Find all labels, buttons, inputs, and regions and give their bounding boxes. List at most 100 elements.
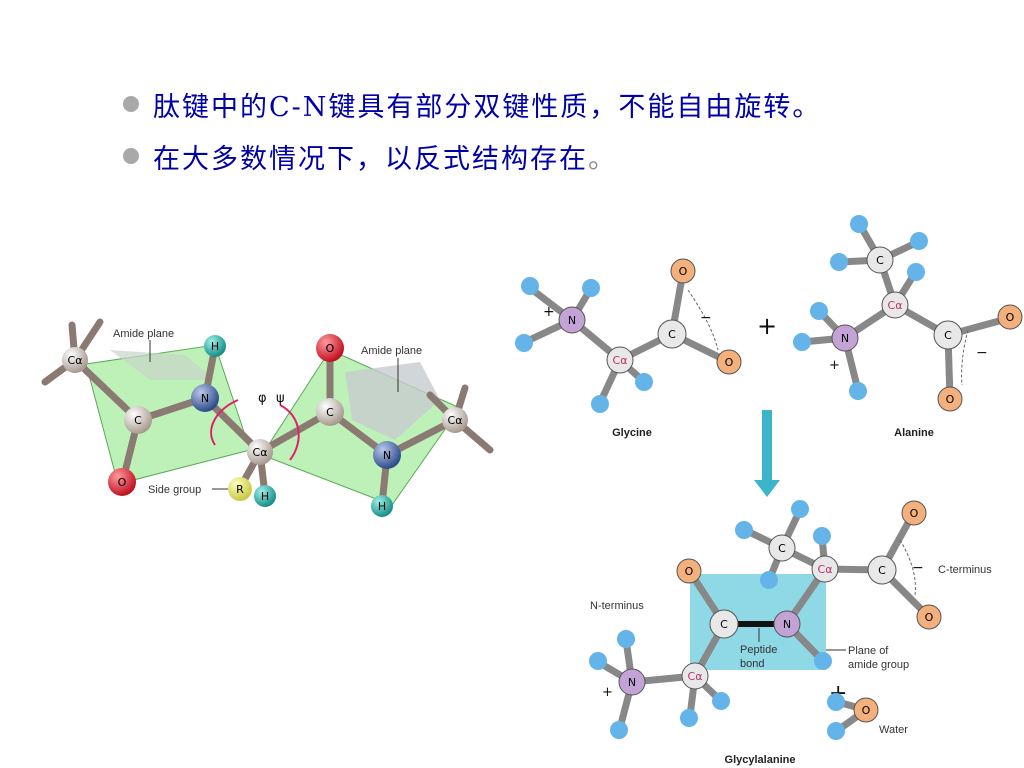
bullet-item: 在大多数情况下，以反式结构存在。: [123, 130, 821, 182]
atom-hydrogen: [371, 495, 393, 517]
atom-label: C: [876, 254, 884, 267]
glycylalanine-label: Glycylalanine: [725, 754, 796, 766]
atom-oxygen: [716, 349, 742, 375]
water-label: Water: [879, 724, 908, 736]
atom-label: O: [1006, 311, 1015, 324]
reaction-arrow-shaft: [762, 410, 772, 482]
atom-hydrogen: [204, 335, 226, 357]
atom-hydrogen: [617, 630, 635, 648]
atom-hydrogen: [850, 215, 868, 233]
atom-label: Cα: [688, 670, 703, 683]
side-group-label: Side group: [148, 484, 201, 496]
atom-c-alpha: [881, 291, 909, 319]
atom-c-alpha: [62, 347, 88, 373]
atom-label: H: [211, 340, 219, 353]
atom-label: R: [236, 483, 244, 496]
atom-r-group: [228, 477, 252, 501]
atom-label: O: [118, 476, 127, 489]
atom-oxygen: [670, 258, 696, 284]
atom-hydrogen: [515, 334, 533, 352]
atom-hydrogen: [830, 253, 848, 271]
atom-hydrogen: [791, 500, 809, 518]
atom-label: C: [668, 328, 676, 341]
atom-nitrogen: [558, 306, 586, 334]
atom-label: C: [326, 406, 334, 419]
atom-oxygen: [676, 558, 702, 584]
atom-nitrogen: [831, 324, 859, 352]
atom-hydrogen: [521, 277, 539, 295]
atom-carbon: [933, 320, 963, 350]
plane-label: amide group: [848, 659, 909, 671]
atom-label: O: [946, 393, 955, 406]
atom-oxygen: [997, 304, 1023, 330]
atom-c-alpha: [681, 662, 709, 690]
atom-hydrogen: [849, 382, 867, 400]
plane-label: Plane of: [848, 645, 889, 657]
atom-carbon: [657, 319, 687, 349]
atom-carbon: [124, 406, 152, 434]
atom-label: N: [628, 676, 636, 689]
atom-oxygen: [108, 468, 136, 496]
atom-oxygen: [901, 500, 927, 526]
atom-label: Cα: [613, 354, 628, 367]
atom-hydrogen: [827, 693, 845, 711]
atom-hydrogen: [910, 232, 928, 250]
atom-hydrogen: [589, 652, 607, 670]
atom-label: O: [925, 611, 934, 624]
charge-minus: −: [912, 560, 924, 576]
charge-plus: +: [543, 304, 555, 320]
atom-label: O: [910, 507, 919, 520]
amide-plane-label: Amide plane: [113, 328, 174, 340]
atom-hydrogen: [735, 521, 753, 539]
psi-label: ψ: [276, 391, 285, 406]
atom-oxygen: [853, 697, 879, 723]
atom-hydrogen: [907, 263, 925, 281]
atom-c-alpha: [606, 346, 634, 374]
bullet-period: 。: [588, 143, 617, 175]
peptide-bond-label: Peptide: [740, 644, 777, 656]
bullet-dot: [123, 148, 139, 164]
atom-label: N: [568, 314, 576, 327]
bullet-text: 肽键中的C-N键具有部分双键性质，不能自由旋转。: [153, 91, 822, 123]
charge-minus: −: [976, 345, 988, 361]
plus-sign: +: [757, 312, 777, 340]
atom-label: Cα: [448, 414, 463, 427]
atom-label: Cα: [253, 446, 268, 459]
atom-label: C: [878, 564, 886, 577]
atom-hydrogen: [793, 333, 811, 351]
atom-label: N: [201, 392, 209, 405]
atom-label: Cα: [818, 563, 833, 576]
atom-oxygen: [916, 604, 942, 630]
atom-carbon: [866, 246, 894, 274]
atom-hydrogen: [635, 373, 653, 391]
atom-label: N: [383, 449, 391, 462]
atom-label: C: [134, 414, 142, 427]
atom-label: O: [679, 265, 688, 278]
atom-hydrogen: [827, 722, 845, 740]
atom-label: H: [378, 500, 386, 513]
atom-hydrogen: [814, 652, 832, 670]
atom-c-alpha: [247, 439, 273, 465]
atom-label: C: [944, 329, 952, 342]
atom-hydrogen: [810, 302, 828, 320]
amide-plane-label: Amide plane: [361, 345, 422, 357]
atom-hydrogen: [582, 279, 600, 297]
atom-hydrogen: [680, 709, 698, 727]
atom-carbon: [316, 398, 344, 426]
atom-label: Cα: [68, 354, 83, 367]
atom-label: H: [261, 490, 269, 503]
atom-label: C: [778, 542, 786, 555]
atom-label: O: [862, 704, 871, 717]
peptide-bond-label: bond: [740, 658, 764, 670]
bullet-list: 肽键中的C-N键具有部分双键性质，不能自由旋转。 在大多数情况下，以反式结构存在…: [123, 78, 821, 182]
atom-label: N: [841, 332, 849, 345]
atom-hydrogen: [591, 395, 609, 413]
reaction-arrow-head: [754, 480, 780, 497]
atom-hydrogen: [712, 692, 730, 710]
atom-hydrogen: [254, 485, 276, 507]
amide-plane-model: φ ψ Cα C O N H R H Cα C O N H Cα Amide p…: [41, 318, 494, 517]
atom-label: O: [725, 356, 734, 369]
atom-label: Cα: [888, 299, 903, 312]
phi-label: φ: [258, 391, 267, 406]
